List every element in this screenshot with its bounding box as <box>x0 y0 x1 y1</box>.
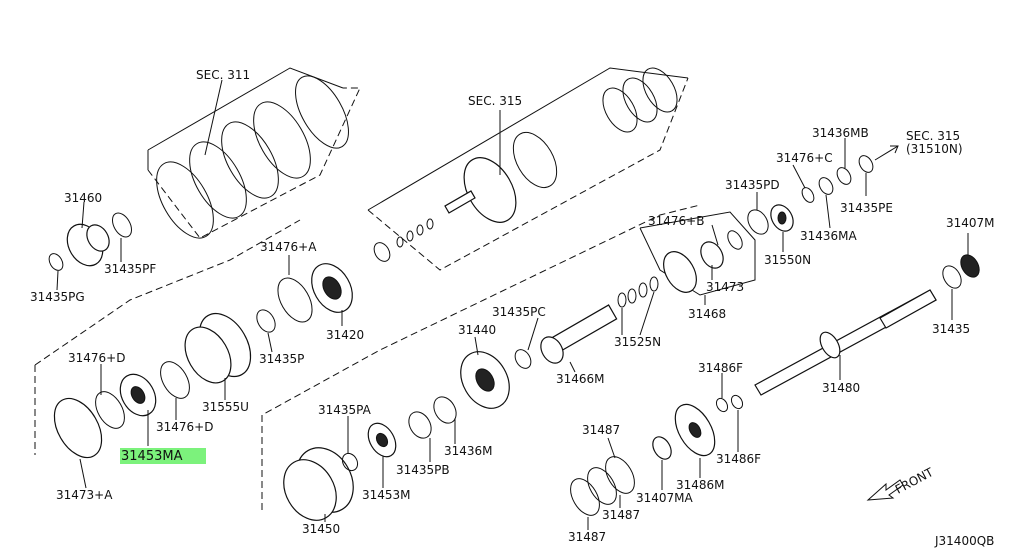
part-31436m-ring <box>433 396 457 424</box>
section-frames <box>34 67 756 510</box>
label-31435pa: 31435PA <box>318 403 372 417</box>
label-31435pd: 31435PD <box>725 178 780 192</box>
label-31476d-bottom: 31476+D <box>156 420 213 434</box>
part-31476a-snapring <box>277 277 313 323</box>
part-31435pf-ring <box>112 212 132 238</box>
part-31476d-ring-left <box>95 391 125 429</box>
label-31468: 31468 <box>688 307 726 321</box>
part-31487-ring-a <box>605 456 635 494</box>
leader-lines <box>56 79 969 530</box>
label-front: FRONT <box>893 465 936 497</box>
label-31473: 31473 <box>706 280 744 294</box>
label-31435p: 31435P <box>259 352 304 366</box>
part-31487-ring-b <box>587 467 617 505</box>
label-sec311: SEC. 311 <box>196 68 250 82</box>
label-31473a: 31473+A <box>56 488 113 502</box>
part-31480-output-shaft <box>754 289 937 396</box>
label-31436mb: 31436MB <box>812 126 869 140</box>
sec315-clutch-drum <box>373 67 678 262</box>
label-31435pe: 31435PE <box>840 201 893 215</box>
sec311-clutch-plates <box>156 75 349 239</box>
label-31480: 31480 <box>822 381 860 395</box>
label-31487-bottom: 31487 <box>568 530 606 544</box>
label-31550n: 31550N <box>764 253 811 267</box>
label-31487-top: 31487 <box>582 423 620 437</box>
part-31436ma-ring <box>818 177 834 195</box>
part-31436mb-ring <box>836 167 852 185</box>
label-31407ma: 31407MA <box>636 491 694 505</box>
part-31435pa-ring <box>341 452 359 472</box>
part-31486f-ring-top <box>715 397 729 413</box>
part-31476d-ring-right <box>160 361 190 399</box>
label-31435pf: 31435PF <box>104 262 156 276</box>
part-31468-gear-assembly <box>663 230 743 293</box>
label-31486f-top: 31486F <box>698 361 743 375</box>
label-31487-mid: 31487 <box>602 508 640 522</box>
label-31435pc: 31435PC <box>492 305 546 319</box>
part-31435pg-ring <box>48 253 64 271</box>
label-31476a: 31476+A <box>260 240 317 254</box>
label-31407m: 31407M <box>946 216 995 230</box>
sec315-reference-arrow <box>874 145 899 161</box>
part-31435pc-ring <box>514 349 532 369</box>
part-31440-carrier <box>460 351 510 409</box>
part-31525n-seal-rings <box>617 276 659 308</box>
part-31466m-shaft <box>540 304 618 364</box>
part-31435-ring <box>942 265 962 289</box>
part-31486f-ring-bottom <box>730 394 744 410</box>
part-31476c-snapring <box>801 187 815 203</box>
label-sec315-ref: SEC. 315 <box>906 129 960 143</box>
part-31550n-bearing <box>770 204 794 232</box>
label-31436ma: 31436MA <box>800 229 858 243</box>
label-31460: 31460 <box>64 191 102 205</box>
part-31450-drum <box>283 447 354 521</box>
label-31435: 31435 <box>932 322 970 336</box>
part-31460-gear <box>66 223 110 267</box>
label-sec315: SEC. 315 <box>468 94 522 108</box>
part-31473a-ring <box>53 397 103 459</box>
label-31440: 31440 <box>458 323 496 337</box>
label-31453m: 31453M <box>362 488 411 502</box>
label-31435pb: 31435PB <box>396 463 450 477</box>
label-31486f-bottom: 31486F <box>716 452 761 466</box>
part-31487-ring-c <box>570 478 600 516</box>
label-31476d-top: 31476+D <box>68 351 125 365</box>
part-31407m-seal <box>960 254 980 278</box>
part-31453m-bearing <box>367 422 397 458</box>
part-31435pe-ring <box>858 155 874 173</box>
label-31525n: 31525N <box>614 335 661 349</box>
label-31476b: 31476+B <box>648 214 704 228</box>
part-labels: SEC. 311 SEC. 315 SEC. 315 (31510N) 3146… <box>30 68 995 548</box>
label-31436m: 31436M <box>444 444 493 458</box>
label-31476c: 31476+C <box>776 151 833 165</box>
label-31435pg: 31435PG <box>30 290 85 304</box>
label-31466m: 31466M <box>556 372 605 386</box>
part-31486m-gear <box>674 403 716 457</box>
part-31453ma-bearing <box>119 373 157 417</box>
front-arrow-icon <box>866 479 904 501</box>
label-31486m: 31486M <box>676 478 725 492</box>
part-31555u-clutch-hub <box>184 312 252 384</box>
part-31407ma-seal <box>652 436 672 460</box>
label-31453ma: 31453MA <box>121 449 183 464</box>
highlight-box <box>120 448 206 464</box>
part-31435pd-ring <box>747 209 769 235</box>
part-31420-carrier <box>311 263 353 313</box>
diagram-code: J31400QB <box>934 534 994 548</box>
part-31435pb-ring <box>408 411 432 439</box>
label-sec315-ref-sub: (31510N) <box>906 142 963 156</box>
label-31555u: 31555U <box>202 400 249 414</box>
label-31420: 31420 <box>326 328 364 342</box>
label-31450: 31450 <box>302 522 340 536</box>
part-31435p-ring <box>256 309 276 333</box>
